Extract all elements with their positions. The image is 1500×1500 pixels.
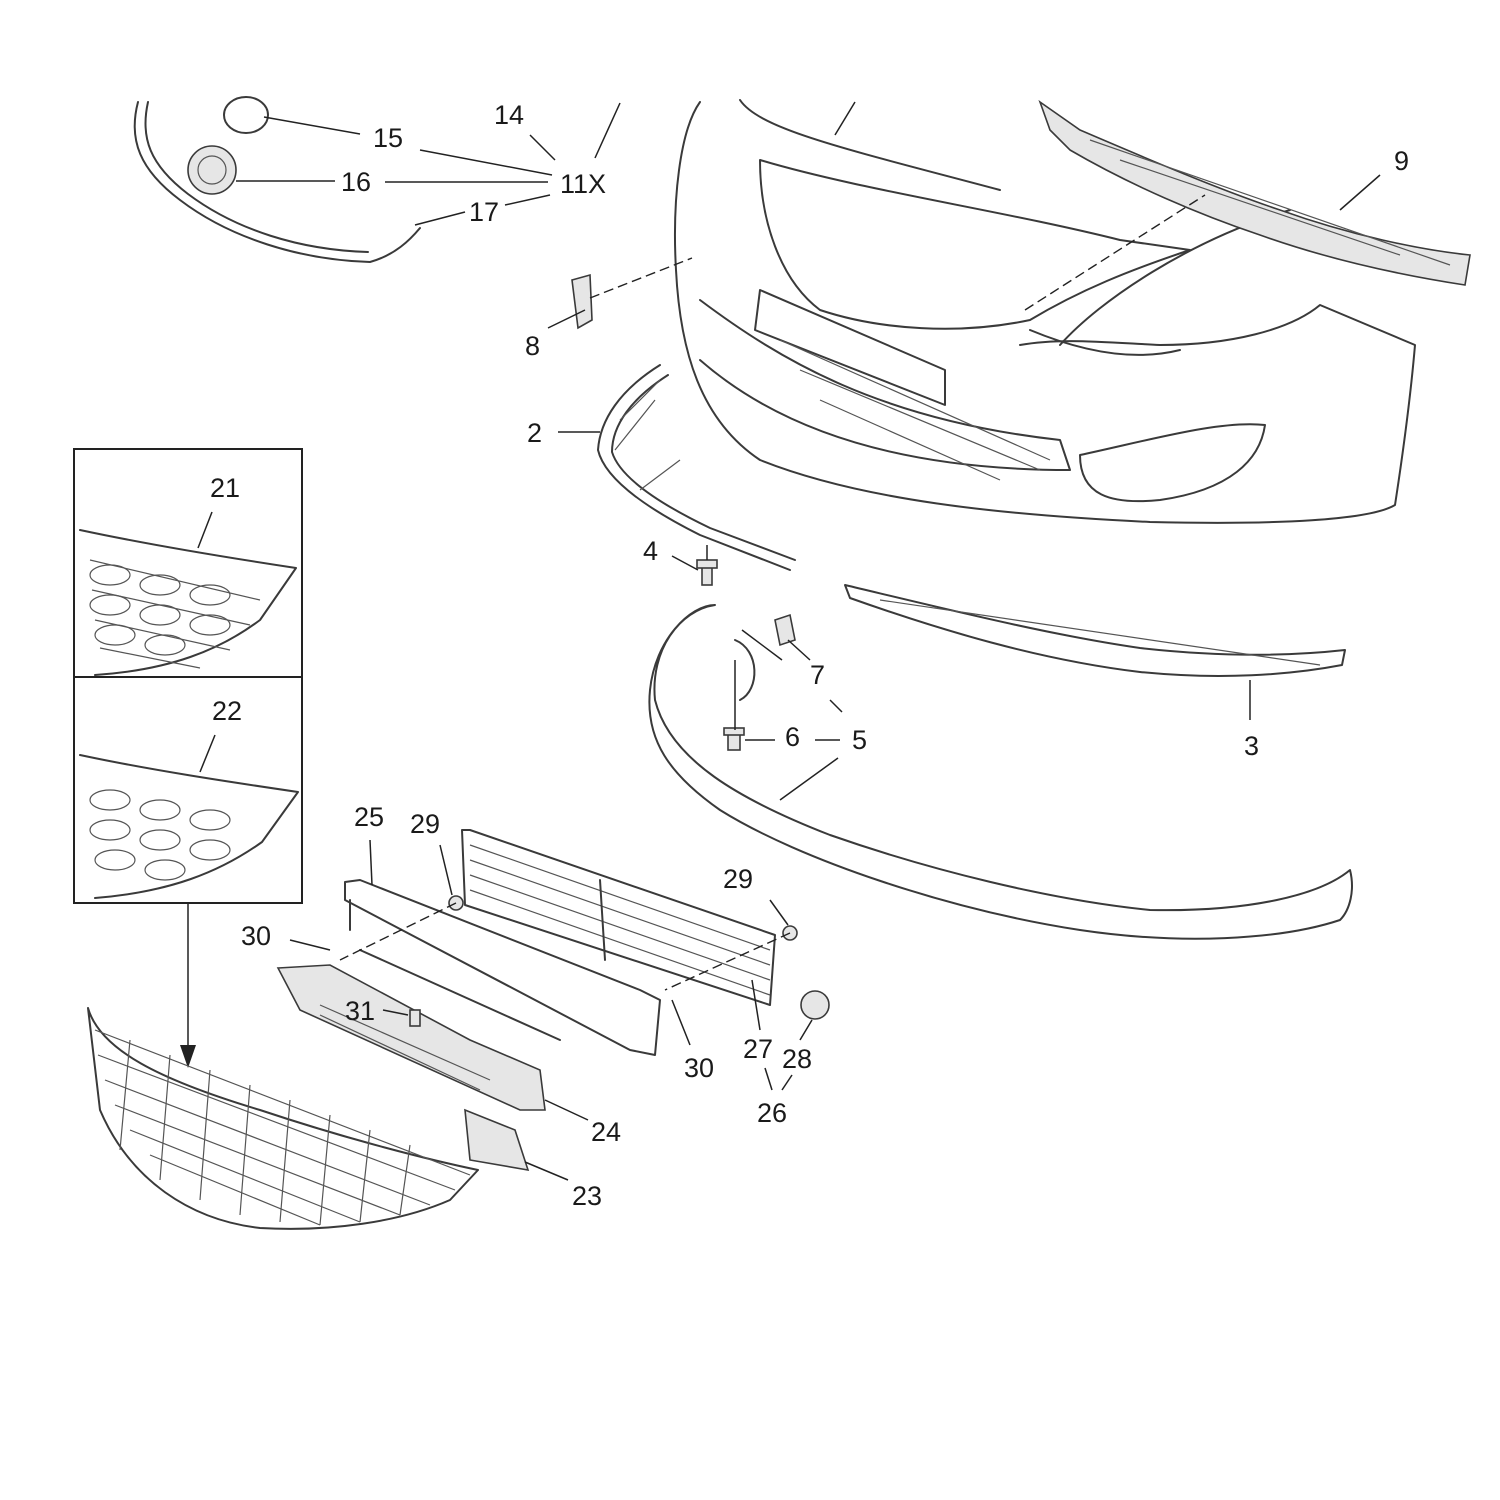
callout-16: 16	[341, 167, 371, 197]
callout-17: 17	[469, 197, 499, 227]
callout-14: 14	[494, 100, 524, 130]
callout-4: 4	[643, 536, 658, 566]
deflector-24	[276, 964, 546, 1111]
callout-5: 5	[852, 725, 867, 755]
callout-9: 9	[1394, 146, 1409, 176]
callout-25: 25	[354, 802, 384, 832]
emblem	[187, 145, 237, 195]
energy-absorber	[1038, 99, 1471, 286]
inset-grille-22	[73, 676, 303, 904]
callout-3: 3	[1244, 731, 1259, 761]
callout-24: 24	[591, 1117, 621, 1147]
bolt-4	[696, 559, 718, 586]
callout-28: 28	[782, 1044, 812, 1074]
lower-trim-strip	[844, 584, 1346, 677]
callout-27: 27	[743, 1034, 773, 1064]
emblem-cover	[223, 96, 269, 134]
callout-21: 21	[210, 473, 240, 503]
actuator-28	[800, 990, 830, 1020]
callout-22: 22	[212, 696, 242, 726]
plate-23	[464, 1108, 530, 1172]
tow-hook-cover	[571, 273, 593, 330]
inset-grille-21	[73, 448, 303, 678]
lower-bracket	[597, 364, 796, 571]
air-shutter	[461, 829, 776, 1006]
callout-31: 31	[345, 996, 375, 1026]
leader-lines	[197, 101, 1381, 1181]
callout-11x: 11X	[560, 169, 606, 199]
callout-2: 2	[527, 418, 542, 448]
arrow-to-grille	[180, 903, 196, 1068]
callout-29-right: 29	[723, 864, 753, 894]
callout-23: 23	[572, 1181, 602, 1211]
callout-30-left: 30	[241, 921, 271, 951]
upper-bracket-25	[344, 879, 661, 1056]
callout-26: 26	[757, 1098, 787, 1128]
callout-30-right: 30	[684, 1053, 714, 1083]
callouts: 15 14 16 11X 17 9 8 2 21 4 7 22 6 5 3 25…	[210, 100, 1409, 1211]
callout-6: 6	[785, 722, 800, 752]
upper-grille-trim	[133, 96, 421, 263]
front-bumper-cover	[674, 99, 1416, 524]
callout-8: 8	[525, 331, 540, 361]
front-spoiler	[648, 604, 1353, 940]
lower-grille	[87, 1007, 479, 1230]
callout-15: 15	[373, 123, 403, 153]
screw-31	[409, 1009, 421, 1027]
callout-29-left: 29	[410, 809, 440, 839]
clip-7	[774, 613, 796, 647]
bolt-6	[723, 727, 745, 751]
callout-7: 7	[810, 660, 825, 690]
